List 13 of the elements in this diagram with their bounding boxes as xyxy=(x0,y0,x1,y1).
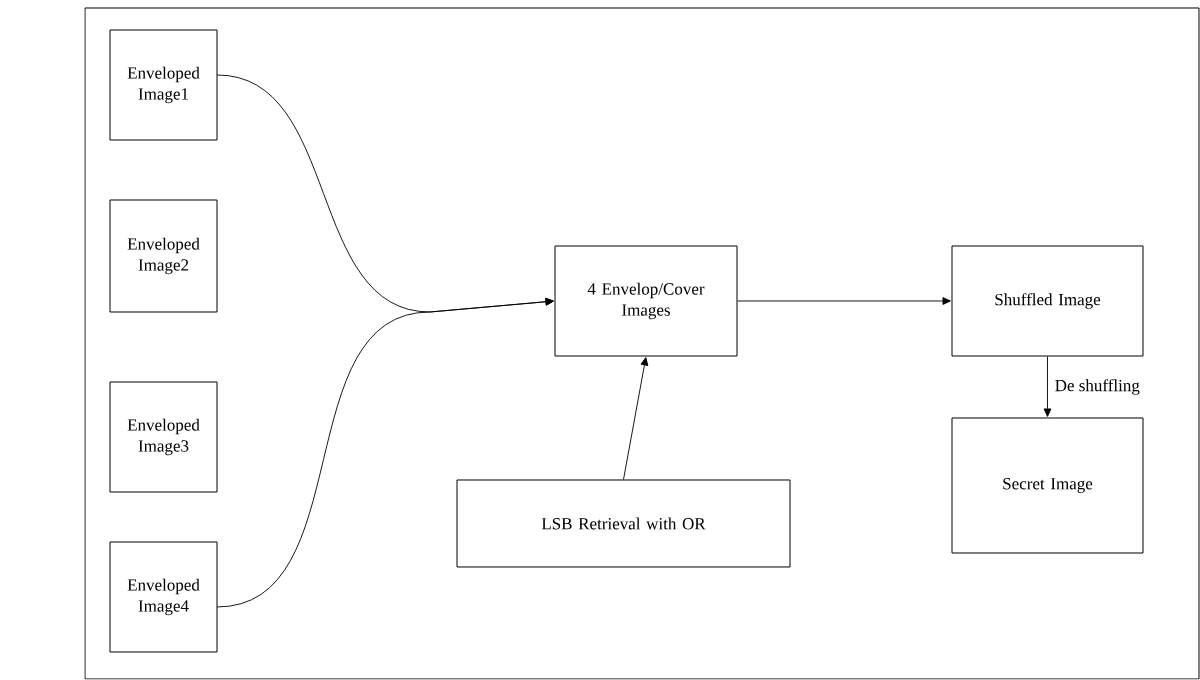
arrow xyxy=(623,357,649,480)
process-box: Enveloped Image4 xyxy=(109,541,218,653)
process-box: LSB Retrieval with OR xyxy=(456,479,791,568)
process-box: Enveloped Image2 xyxy=(109,199,218,313)
process-box: Secret Image xyxy=(951,417,1144,554)
arrow xyxy=(1043,356,1052,417)
arrow xyxy=(216,297,554,608)
arrow xyxy=(737,297,951,305)
process-box: Enveloped Image1 xyxy=(109,29,218,141)
process-box: 4 Envelop/Cover Images xyxy=(554,245,738,357)
process-box: Shuffled Image xyxy=(951,245,1144,357)
edge-label: De shuffling xyxy=(1055,379,1140,395)
process-box: Enveloped Image3 xyxy=(109,381,218,493)
